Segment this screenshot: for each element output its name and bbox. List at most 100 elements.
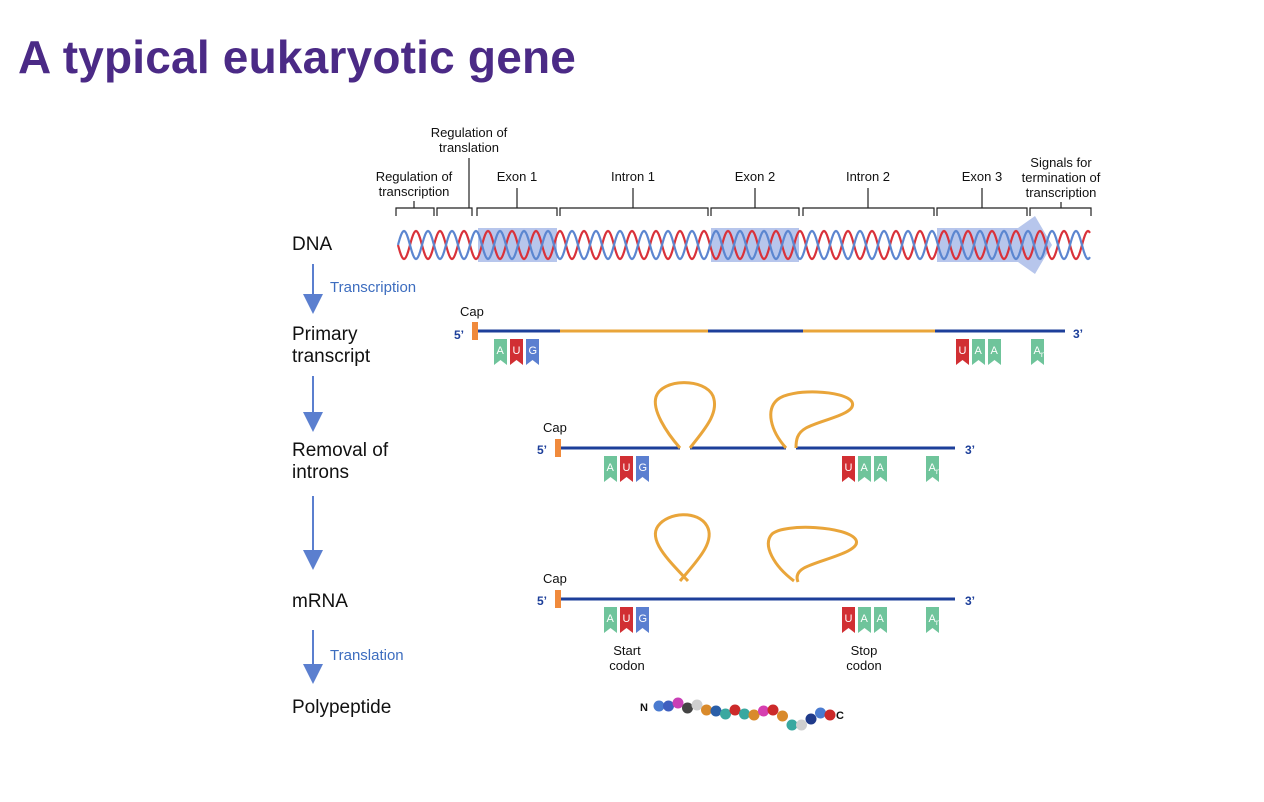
cap-label: Cap [543,420,567,435]
label-exon-1: Exon 1 [497,169,537,184]
exon-3-arrow [937,216,1052,274]
bracket-termination [1029,202,1092,216]
polypeptide-chain: N C [640,697,844,731]
bracket-regulation-transcription [395,201,435,216]
start-codon-nucleotide: G [636,456,649,482]
stop-codon-nucleotide: A [874,456,887,482]
start-codon-nucleotide: A [494,339,507,365]
stop-codon-nucleotide: U [842,456,855,482]
amino-acid-bead [758,705,769,717]
codon-letter: U [845,462,853,474]
bracket-intron-1 [559,188,709,216]
stop-codon-nucleotide: A [972,339,985,365]
label-regulation-translation-1: Regulation of [431,125,508,140]
label-intron-1: Intron 1 [611,169,655,184]
stage-label-mrna: mRNA [292,591,348,612]
cap-icon [555,590,561,608]
three-prime-label: 3’ [965,443,975,457]
stop-codon-nucleotide: A [858,607,871,633]
stage-label-polypeptide: Polypeptide [292,697,391,718]
codon-letter: A [991,345,999,357]
stop-codon-nucleotide: A [874,607,887,633]
start-codon-nucleotide: U [510,339,523,365]
label-regulation-translation-2: translation [439,140,499,155]
bracket-exon-3 [936,188,1028,216]
cap-icon [472,322,478,340]
label-signals-2: termination of [1022,170,1101,185]
stage-label-primary-1: Primary [292,324,358,345]
amino-acid-bead [729,704,741,716]
codon-letter: U [959,345,967,357]
start-codon-nucleotide: A [604,456,617,482]
cap-label: Cap [543,571,567,586]
start-codon-nucleotide: G [526,339,539,365]
amino-acid-bead [748,709,760,721]
poly-a-tail: An [1031,339,1045,365]
amino-acid-bead [815,707,826,719]
step-transcription: Transcription [330,279,416,296]
codon-letter: G [639,462,648,474]
bracket-intron-2 [802,188,935,216]
codon-letter: A [877,613,885,625]
stage-label-dna: DNA [292,234,332,255]
amino-acid-bead [805,713,817,725]
amino-acid-bead [701,704,712,716]
stop-codon-nucleotide: U [842,607,855,633]
excised-intron-1 [653,513,711,583]
codon-letter: A [861,462,869,474]
codon-letter: A [497,345,505,357]
label-signals-1: Signals for [1030,155,1092,170]
dna-strand-red [396,229,1091,261]
region-brackets [395,158,1092,216]
codon-letter: A [607,613,615,625]
stop-codon-nucleotide: A [858,456,871,482]
bracket-exon-2 [710,188,800,216]
cap-icon [555,439,561,457]
bracket-exon-1 [476,188,558,216]
stop-codon-nucleotide: U [956,339,969,365]
codon-letter: U [623,462,631,474]
intron-1-lariat [653,381,716,449]
five-prime-label: 5’ [454,328,464,342]
amino-acid-bead [767,704,779,716]
amino-acid-bead [739,708,750,720]
bracket-regulation-translation [436,158,473,216]
three-prime-label: 3’ [965,594,975,608]
poly-a-tail: An [926,456,940,482]
n-terminus-label: N [640,702,648,714]
codon-letter: G [639,613,648,625]
amino-acid-bead [682,702,693,714]
intron-2-lariat [769,390,854,449]
codon-letter: An [1034,345,1046,359]
five-prime-label: 5’ [537,443,547,457]
amino-acid-bead [710,705,722,717]
five-prime-label: 5’ [537,594,547,608]
start-codon-label-2: codon [609,658,644,673]
poly-a-tail: An [926,607,940,633]
cap-label: Cap [460,304,484,319]
start-codon-nucleotide: A [604,607,617,633]
amino-acid-bead [786,719,798,731]
amino-acid-bead [824,709,836,721]
label-regulation-transcription-1: Regulation of [376,169,453,184]
stage-label-primary-2: transcript [292,346,371,367]
codon-letter: A [861,613,869,625]
codon-letter: A [877,462,885,474]
excised-intron-2 [766,525,858,583]
dna-double-helix [396,216,1091,274]
stage-label-removal-2: introns [292,462,349,483]
codon-letter: An [929,613,941,627]
start-codon-nucleotide: U [620,607,633,633]
amino-acid-bead [777,710,788,722]
amino-acid-bead [653,700,665,712]
label-intron-2: Intron 2 [846,169,890,184]
stage-label-removal-1: Removal of [292,440,389,461]
amino-acid-bead [720,708,731,720]
codon-letter: U [513,345,521,357]
